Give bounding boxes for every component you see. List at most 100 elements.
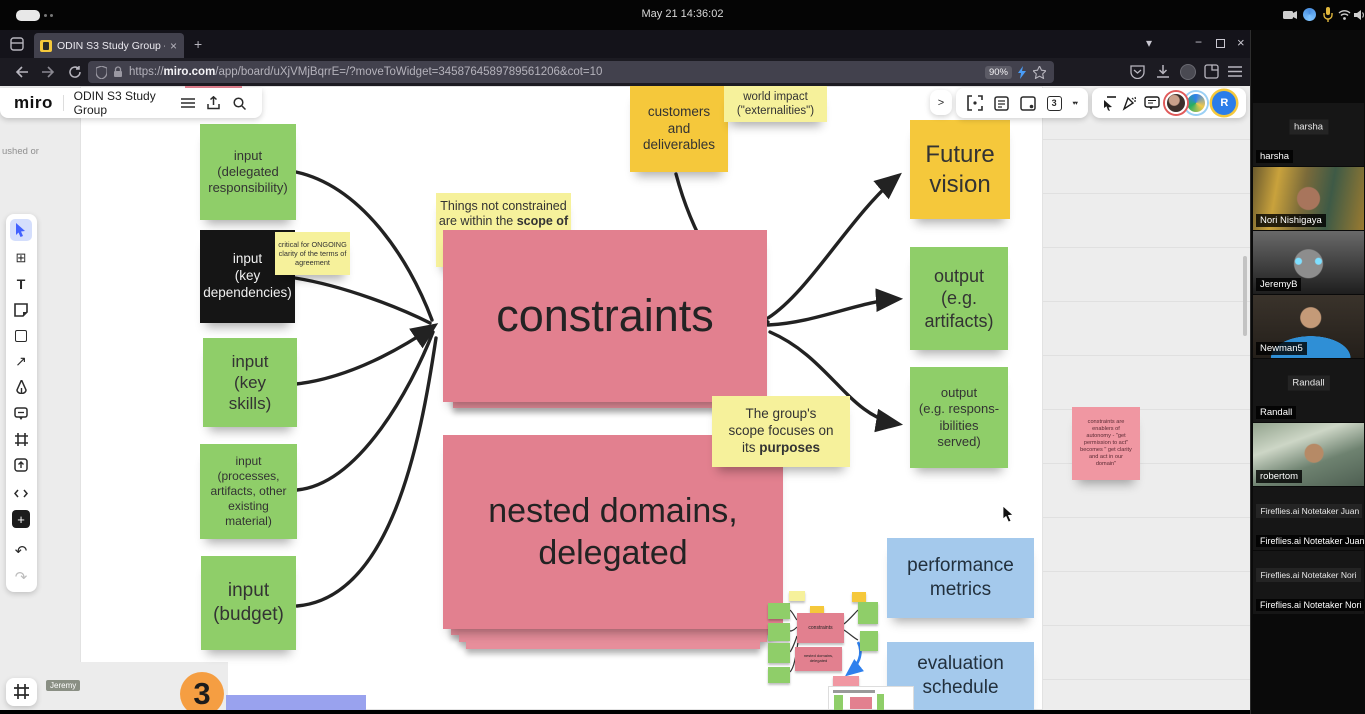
participant-name-center: Fireflies.ai Notetaker Nori: [1255, 567, 1362, 582]
select-tool[interactable]: [10, 219, 32, 241]
mini-sticky[interactable]: [768, 603, 790, 619]
menu-icon[interactable]: [1228, 66, 1242, 77]
frames-count-badge[interactable]: 3: [1046, 95, 1062, 111]
speaker-icon[interactable]: [1354, 9, 1365, 21]
sticky-input-skills[interactable]: input (key skills): [203, 338, 297, 427]
sticky-note-tool[interactable]: [10, 299, 32, 321]
mini-sticky[interactable]: [860, 631, 878, 651]
forward-icon[interactable]: [42, 66, 56, 78]
chat-icon[interactable]: [1143, 96, 1160, 110]
add-more-tool[interactable]: +: [12, 510, 30, 528]
collapse-chevron[interactable]: >: [930, 90, 952, 115]
notes-icon[interactable]: [994, 95, 1009, 111]
note-world-impact[interactable]: world impact ("externalities"): [724, 86, 827, 122]
list-tabs-chevron[interactable]: ▾: [1146, 36, 1153, 50]
bookmark-star-icon[interactable]: [1033, 65, 1046, 79]
download-icon[interactable]: [1156, 65, 1170, 79]
mini-sticky[interactable]: [768, 643, 790, 663]
expand-toolbar-chevron[interactable]: ▾▾: [1072, 100, 1078, 107]
sticky-constraints[interactable]: constraints: [443, 230, 767, 402]
page-zoom-badge[interactable]: 90%: [984, 65, 1012, 79]
follow-cursor-icon[interactable]: [1102, 95, 1117, 111]
window-close-button[interactable]: ×: [1237, 35, 1245, 50]
redo-button[interactable]: ↷: [14, 569, 28, 586]
wifi-icon[interactable]: [1338, 9, 1351, 20]
user-avatar-R[interactable]: R: [1212, 91, 1237, 115]
apps-tool[interactable]: [10, 482, 32, 504]
mini-constraints[interactable]: constraints: [797, 613, 844, 643]
firefox-view-icon[interactable]: [10, 37, 24, 51]
minimize-button[interactable]: −: [1195, 35, 1203, 49]
mini-note[interactable]: [810, 606, 824, 614]
url-bar[interactable]: https://miro.com/app/board/uXjVMjBqrrE=/…: [88, 61, 1054, 83]
extensions-icon[interactable]: [1204, 64, 1219, 79]
shield-icon[interactable]: [96, 65, 107, 79]
sticky-output-responsibilities[interactable]: output (e.g. respons- ibilities served): [910, 367, 1008, 468]
note-scope-purposes[interactable]: The group's scope focuses on its purpose…: [712, 396, 850, 467]
mini-sticky[interactable]: [768, 623, 790, 641]
participant-avatar[interactable]: [1184, 92, 1207, 114]
text-tool[interactable]: T: [16, 276, 26, 292]
participant-tile[interactable]: JeremyB: [1253, 231, 1364, 294]
sticky-constraints-enablers[interactable]: constraints are enablers of autonomy - "…: [1072, 407, 1140, 480]
back-icon[interactable]: [14, 66, 28, 78]
participant-tile[interactable]: Fireflies.ai Notetaker Juan Fireflies.ai…: [1253, 487, 1364, 550]
microphone-icon[interactable]: [1322, 7, 1334, 22]
reactions-icon[interactable]: [1122, 96, 1138, 111]
upload-tool[interactable]: [10, 454, 32, 476]
mini-sticky[interactable]: [768, 667, 790, 683]
frame-number-badge[interactable]: 3: [180, 672, 224, 710]
mini-sticky[interactable]: [858, 602, 878, 624]
comment-tool[interactable]: [10, 402, 32, 424]
miro-logo[interactable]: miro: [14, 93, 53, 112]
frame-tool[interactable]: [10, 428, 32, 450]
pocket-icon[interactable]: [1130, 65, 1145, 79]
shapes-tool[interactable]: [10, 325, 32, 347]
tab-title: ODIN S3 Study Group - M: [57, 39, 165, 52]
participant-tile[interactable]: Fireflies.ai Notetaker Nori Fireflies.ai…: [1253, 551, 1364, 614]
lock-icon[interactable]: [113, 66, 123, 78]
lightning-icon[interactable]: [1018, 65, 1027, 79]
undo-button[interactable]: ↶: [14, 543, 28, 560]
sticky-performance-metrics[interactable]: performance metrics: [887, 538, 1034, 618]
sticky-future-vision[interactable]: Future vision: [910, 120, 1010, 219]
tab-close-button[interactable]: ×: [170, 38, 178, 53]
frame-header-bar[interactable]: [226, 695, 366, 710]
sticky-input-processes[interactable]: input (processes, artifacts, other exist…: [200, 444, 297, 539]
restore-button[interactable]: [1216, 39, 1225, 48]
participant-tile[interactable]: Nori Nishigaya: [1253, 167, 1364, 230]
sticky-output-artifacts[interactable]: output (e.g. artifacts): [910, 247, 1008, 350]
focus-mode-icon[interactable]: [967, 95, 983, 111]
extension-avatar-icon[interactable]: [1180, 64, 1196, 80]
search-icon[interactable]: [232, 93, 248, 113]
sticky-input-budget[interactable]: input (budget): [201, 556, 296, 650]
new-tab-button[interactable]: +: [194, 36, 203, 52]
participant-tile[interactable]: Randall Randall: [1253, 359, 1364, 422]
vertical-scrollbar[interactable]: [1243, 256, 1247, 336]
browser-window: ODIN S3 Study Group - M × + ▾ − × https:…: [0, 30, 1250, 710]
templates-tool[interactable]: ⊞: [15, 250, 27, 265]
sticky-input-delegated[interactable]: input (delegated responsibility): [200, 124, 296, 220]
reload-icon[interactable]: [68, 65, 82, 79]
participant-avatar[interactable]: [1165, 92, 1188, 114]
frames-panel-button[interactable]: [6, 678, 37, 706]
note-critical[interactable]: critical for ONGOING clarity of the term…: [275, 232, 350, 275]
camera-icon[interactable]: [1283, 9, 1297, 21]
cards-icon[interactable]: [1019, 95, 1036, 111]
participant-tile[interactable]: harsha harsha: [1253, 103, 1364, 166]
pen-tool[interactable]: [10, 376, 32, 398]
connector-tool[interactable]: ↗: [15, 352, 27, 369]
sticky-customers[interactable]: customers and deliverables: [630, 86, 728, 172]
sticky-nested-domains[interactable]: nested domains, delegated: [443, 435, 783, 629]
board-title[interactable]: ODIN S3 Study Group: [73, 89, 156, 117]
browser-tab-active[interactable]: ODIN S3 Study Group - M ×: [34, 33, 184, 58]
mini-nested-domains[interactable]: nested domains, delegated: [795, 647, 842, 671]
mini-panel[interactable]: [828, 686, 914, 710]
participant-tile[interactable]: Newman5: [1253, 295, 1364, 358]
board-menu-icon[interactable]: [180, 93, 196, 113]
mini-note[interactable]: [852, 592, 866, 602]
participant-tile[interactable]: robertom: [1253, 423, 1364, 486]
browser-indicator-icon[interactable]: [1303, 8, 1316, 21]
mini-note[interactable]: [789, 591, 805, 601]
export-icon[interactable]: [206, 93, 222, 113]
